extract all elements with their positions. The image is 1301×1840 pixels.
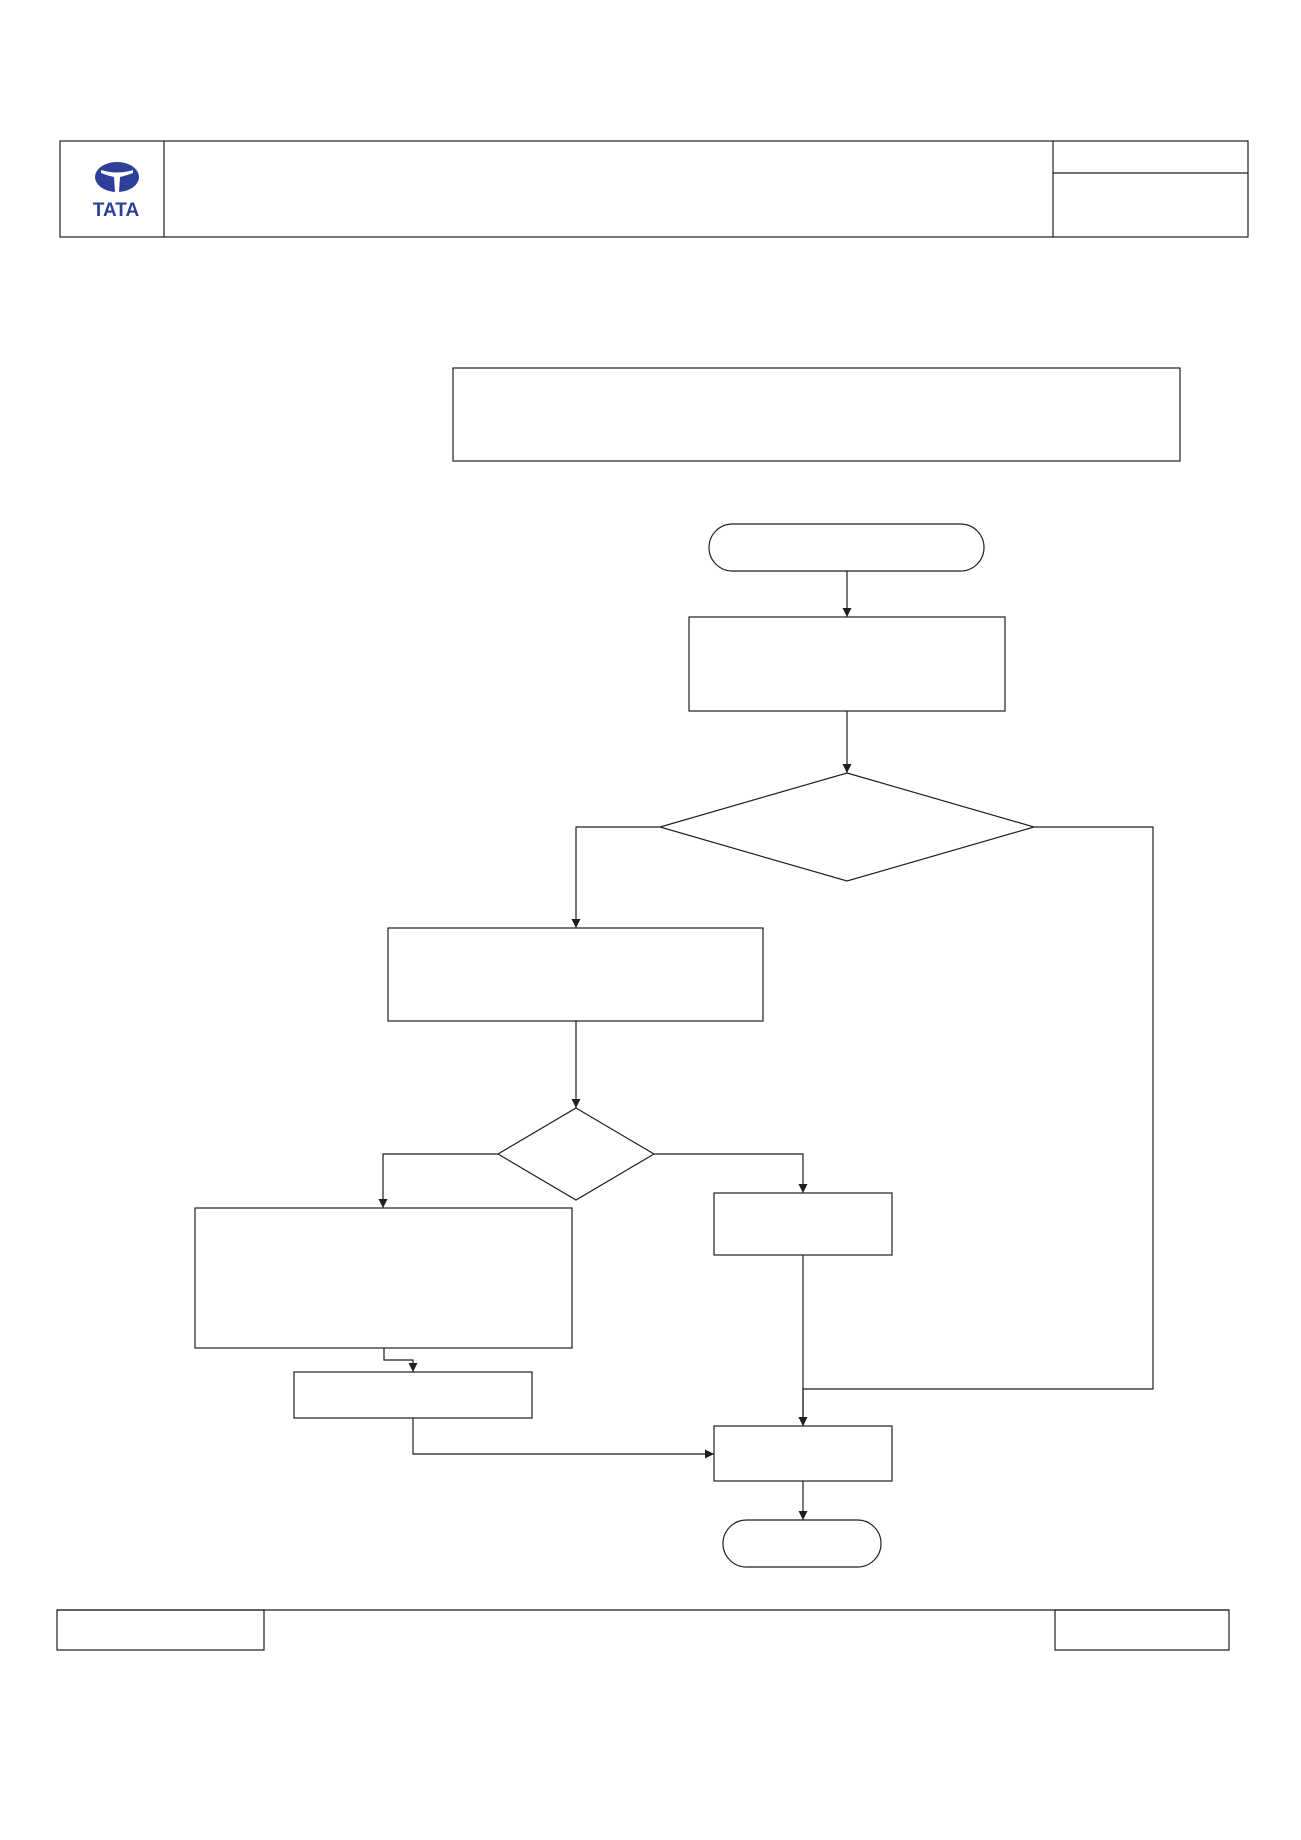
tata-logo-emblem-t	[101, 170, 133, 192]
header-frame	[59, 140, 1249, 238]
connector-decision-2-left-to-process-3	[378, 1153, 498, 1208]
flowchart-title-box	[452, 367, 1181, 462]
process-box-2	[387, 927, 764, 1022]
document-header	[59, 140, 1249, 238]
flowchart-connectors	[378, 571, 1154, 1520]
process-box-1	[688, 616, 1006, 712]
document-footer	[56, 1609, 1230, 1651]
tata-logo-wordmark: TATA	[93, 200, 140, 221]
decision-diamond-1	[657, 772, 1037, 882]
connector-decision-2-right-to-process-4	[654, 1153, 808, 1193]
process-box-4	[713, 1192, 893, 1256]
connector-process-5-to-process-6	[412, 1418, 714, 1459]
process-box-5	[293, 1371, 533, 1419]
flowchart	[194, 523, 1037, 1568]
process-box-3	[194, 1207, 573, 1349]
decision-diamond-2	[496, 1107, 656, 1201]
process-box-6	[713, 1425, 893, 1482]
footer-left-box	[56, 1609, 265, 1651]
connector-decision-1-right-to-process-6	[798, 826, 1154, 1426]
connector-process-3-to-process-5	[383, 1348, 418, 1372]
start-terminal	[708, 523, 985, 572]
tata-logo-icon: TATA	[93, 162, 140, 221]
connector-decision-1-left-to-process-2	[571, 826, 660, 928]
footer-right-box	[1054, 1609, 1230, 1651]
end-terminal	[722, 1519, 882, 1568]
